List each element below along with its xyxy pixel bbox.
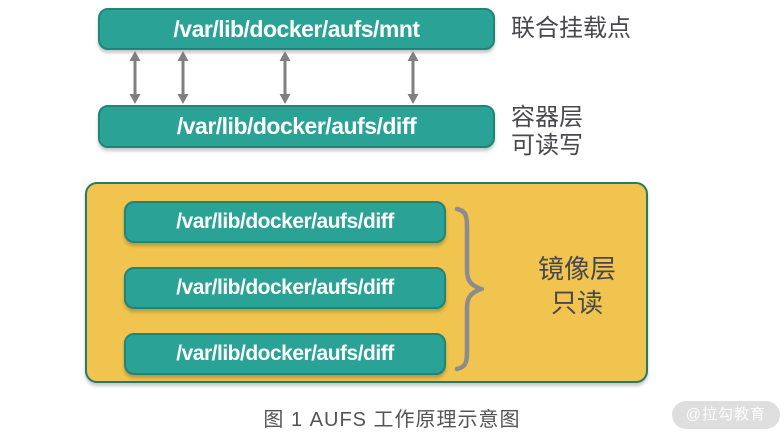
image-layers-label-line1: 镜像层 [537, 254, 616, 284]
container-path-box: /var/lib/docker/aufs/diff [98, 105, 495, 148]
mount-path-box: /var/lib/docker/aufs/mnt [98, 8, 495, 50]
watermark-badge: @拉勾教育 [671, 401, 780, 429]
image-layers-label: 镜像层 只读 [507, 252, 647, 320]
container-label-line2: 可读写 [511, 132, 583, 159]
container-label-line1: 容器层 [511, 104, 583, 131]
container-path-text: /var/lib/docker/aufs/diff [176, 113, 417, 139]
image-layer-path-3: /var/lib/docker/aufs/diff [176, 342, 394, 365]
image-layer-path-2: /var/lib/docker/aufs/diff [176, 276, 394, 299]
image-layers-group: /var/lib/docker/aufs/diff /var/lib/docke… [85, 182, 648, 383]
image-layer-box-3: /var/lib/docker/aufs/diff [124, 333, 446, 375]
container-label: 容器层 可读写 [511, 104, 583, 160]
figure-caption: 图 1 AUFS 工作原理示意图 [263, 409, 521, 431]
image-layer-box-2: /var/lib/docker/aufs/diff [124, 267, 446, 309]
bidirectional-arrows [129, 51, 419, 104]
image-layer-path-1: /var/lib/docker/aufs/diff [176, 210, 394, 233]
image-layer-box-1: /var/lib/docker/aufs/diff [124, 201, 446, 243]
mount-path-text: /var/lib/docker/aufs/mnt [173, 15, 420, 42]
mount-label: 联合挂载点 [511, 15, 631, 42]
image-layers-label-line2: 只读 [550, 288, 603, 318]
curly-brace-icon [454, 206, 484, 372]
